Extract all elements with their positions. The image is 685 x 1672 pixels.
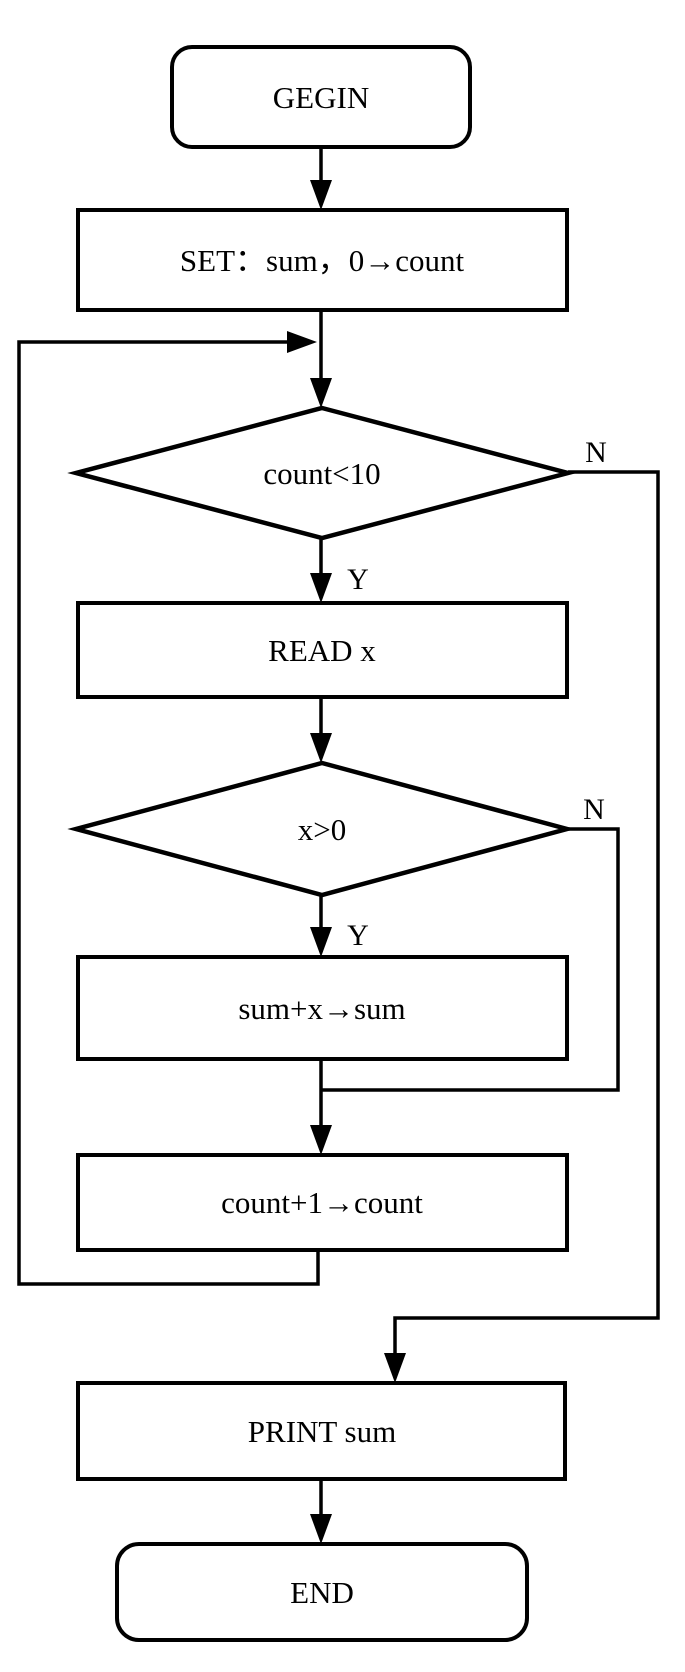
node-sign-cond: x>0 xyxy=(67,760,576,898)
print-process-shape xyxy=(76,1381,567,1481)
increment-process-shape xyxy=(76,1153,569,1252)
node-begin: GEGIN xyxy=(170,45,472,149)
node-end: END xyxy=(115,1542,529,1642)
arrowhead-into-loopcond xyxy=(310,378,332,408)
node-increment: count+1→count xyxy=(76,1153,569,1252)
node-print: PRINT sum xyxy=(76,1381,567,1481)
loopcond-yes-label: Y xyxy=(347,563,369,596)
end-terminator-shape xyxy=(115,1542,529,1642)
print-label: PRINT sum xyxy=(248,1414,396,1449)
arrowhead-into-signcond xyxy=(310,733,332,763)
arrowhead-loop-merge xyxy=(287,331,317,353)
arrowhead-into-print xyxy=(384,1353,406,1383)
loopcond-decision-shape xyxy=(67,405,577,541)
arrowhead-into-end xyxy=(310,1514,332,1544)
signcond-label: x>0 xyxy=(298,812,346,847)
edge-signcond-no-bypass xyxy=(322,827,620,1092)
edge-loopback xyxy=(17,340,320,1286)
increment-label: count+1→count xyxy=(221,1185,423,1220)
signcond-yes-label: Y xyxy=(347,919,369,952)
signcond-decision-shape xyxy=(67,760,576,898)
arrowhead-into-init xyxy=(310,180,332,210)
node-init: SET：sum，0→count xyxy=(76,208,569,312)
arrowhead-into-increment xyxy=(310,1125,332,1155)
node-loop-cond: count<10 xyxy=(67,405,577,541)
begin-label: GEGIN xyxy=(273,80,369,115)
read-process-shape xyxy=(76,601,569,699)
node-read: READ x xyxy=(76,601,569,699)
accumulate-process-shape xyxy=(76,955,569,1061)
end-label: END xyxy=(290,1575,354,1610)
loopcond-no-label: N xyxy=(585,436,607,469)
accumulate-label: sum+x→sum xyxy=(238,991,405,1026)
init-process-shape xyxy=(76,208,569,312)
loopcond-label: count<10 xyxy=(263,456,380,491)
edge-loopcond-no-print xyxy=(393,470,660,1377)
arrowhead-into-read xyxy=(310,573,332,603)
init-label: SET：sum，0→count xyxy=(180,243,465,278)
node-accumulate: sum+x→sum xyxy=(76,955,569,1061)
begin-terminator-shape xyxy=(170,45,472,149)
arrowhead-into-accumulate xyxy=(310,927,332,957)
read-label: READ x xyxy=(268,633,376,668)
signcond-no-label: N xyxy=(583,793,605,826)
